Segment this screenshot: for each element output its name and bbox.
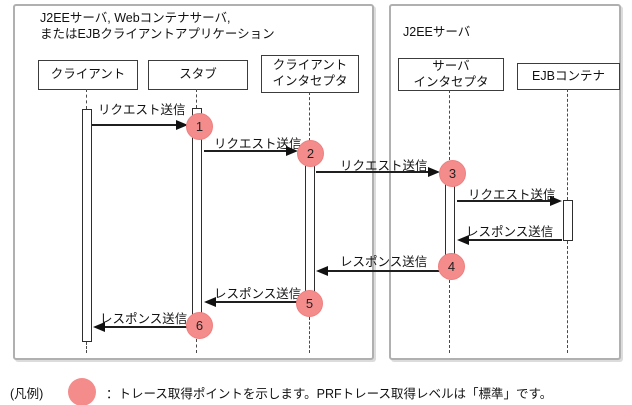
- arrowhead-left-icon: [316, 266, 328, 276]
- lifeline-box-client-interceptor: クライアント インタセプタ: [261, 55, 359, 93]
- arrowhead-left-icon: [457, 235, 469, 245]
- message-label-response-2: レスポンス送信: [340, 255, 428, 269]
- lifeline-ejb-dash-top: [567, 89, 568, 200]
- message-line-response-1: [468, 239, 562, 241]
- message-line-request-2: [204, 150, 287, 152]
- lifeline-server-interceptor-dash-bottom: [449, 280, 450, 353]
- right-container-title: J2EEサーバ: [403, 25, 471, 39]
- activation-client: [82, 109, 92, 342]
- message-line-request-3: [316, 171, 429, 173]
- legend-description: ：トレース取得ポイントを示します。PRFトレース取得レベルは「標準」です。: [106, 387, 553, 401]
- lifeline-box-client: クライアント: [38, 60, 138, 90]
- lifeline-server-interceptor-dash-top: [449, 90, 450, 160]
- trace-point-2-icon: 2: [297, 140, 324, 167]
- message-line-response-3: [215, 301, 305, 303]
- lifeline-client-interceptor-dash-top: [309, 92, 310, 141]
- lifeline-ejb-dash-bottom: [567, 241, 568, 353]
- message-label-request-3: リクエスト送信: [340, 159, 428, 173]
- message-line-response-4: [104, 326, 192, 328]
- trace-point-legend-icon: [68, 378, 96, 405]
- message-line-request-4: [457, 200, 551, 202]
- lifeline-client-dash-bottom: [86, 342, 87, 353]
- legend-prefix: (凡例): [10, 387, 44, 401]
- trace-point-3-icon: 3: [439, 160, 466, 187]
- message-label-request-1: リクエスト送信: [98, 103, 186, 117]
- arrowhead-left-icon: [93, 322, 105, 332]
- left-container-title-line1: J2EEサーバ, Webコンテナサーバ,: [40, 11, 231, 25]
- message-label-response-4: レスポンス送信: [100, 312, 188, 326]
- activation-stub: [192, 108, 202, 334]
- arrowhead-right-icon: [286, 146, 298, 156]
- arrowhead-right-icon: [428, 167, 440, 177]
- arrowhead-right-icon: [176, 120, 188, 130]
- lifeline-client-dash-top: [86, 89, 87, 109]
- lifeline-stub-dash-top: [196, 89, 197, 108]
- activation-ejb-container: [563, 200, 573, 241]
- left-container-title-line2: またはEJBクライアントアプリケーション: [40, 27, 275, 41]
- message-label-request-4: リクエスト送信: [468, 188, 556, 202]
- lifeline-client-interceptor-dash-bottom: [309, 317, 310, 353]
- activation-client-interceptor: [305, 145, 315, 302]
- lifeline-box-server-interceptor: サーバ インタセプタ: [398, 58, 504, 91]
- arrowhead-left-icon: [204, 297, 216, 307]
- lifeline-box-stub: スタブ: [148, 60, 248, 90]
- lifeline-box-ejb-container: EJBコンテナ: [517, 63, 620, 90]
- message-label-response-1: レスポンス送信: [466, 225, 554, 239]
- left-container-title: J2EEサーバ, Webコンテナサーバ, またはEJBクライアントアプリケーション: [40, 10, 275, 42]
- message-line-response-2: [327, 270, 446, 272]
- message-label-response-3: レスポンス送信: [214, 287, 302, 301]
- lifeline-stub-dash-bottom: [196, 339, 197, 353]
- message-line-request-1: [92, 124, 178, 126]
- message-label-request-2: リクエスト送信: [214, 137, 302, 151]
- trace-point-1-icon: 1: [186, 113, 213, 140]
- trace-point-4-icon: 4: [438, 253, 465, 280]
- trace-point-5-icon: 5: [296, 290, 323, 317]
- trace-point-6-icon: 6: [186, 312, 213, 339]
- arrowhead-right-icon: [550, 196, 562, 206]
